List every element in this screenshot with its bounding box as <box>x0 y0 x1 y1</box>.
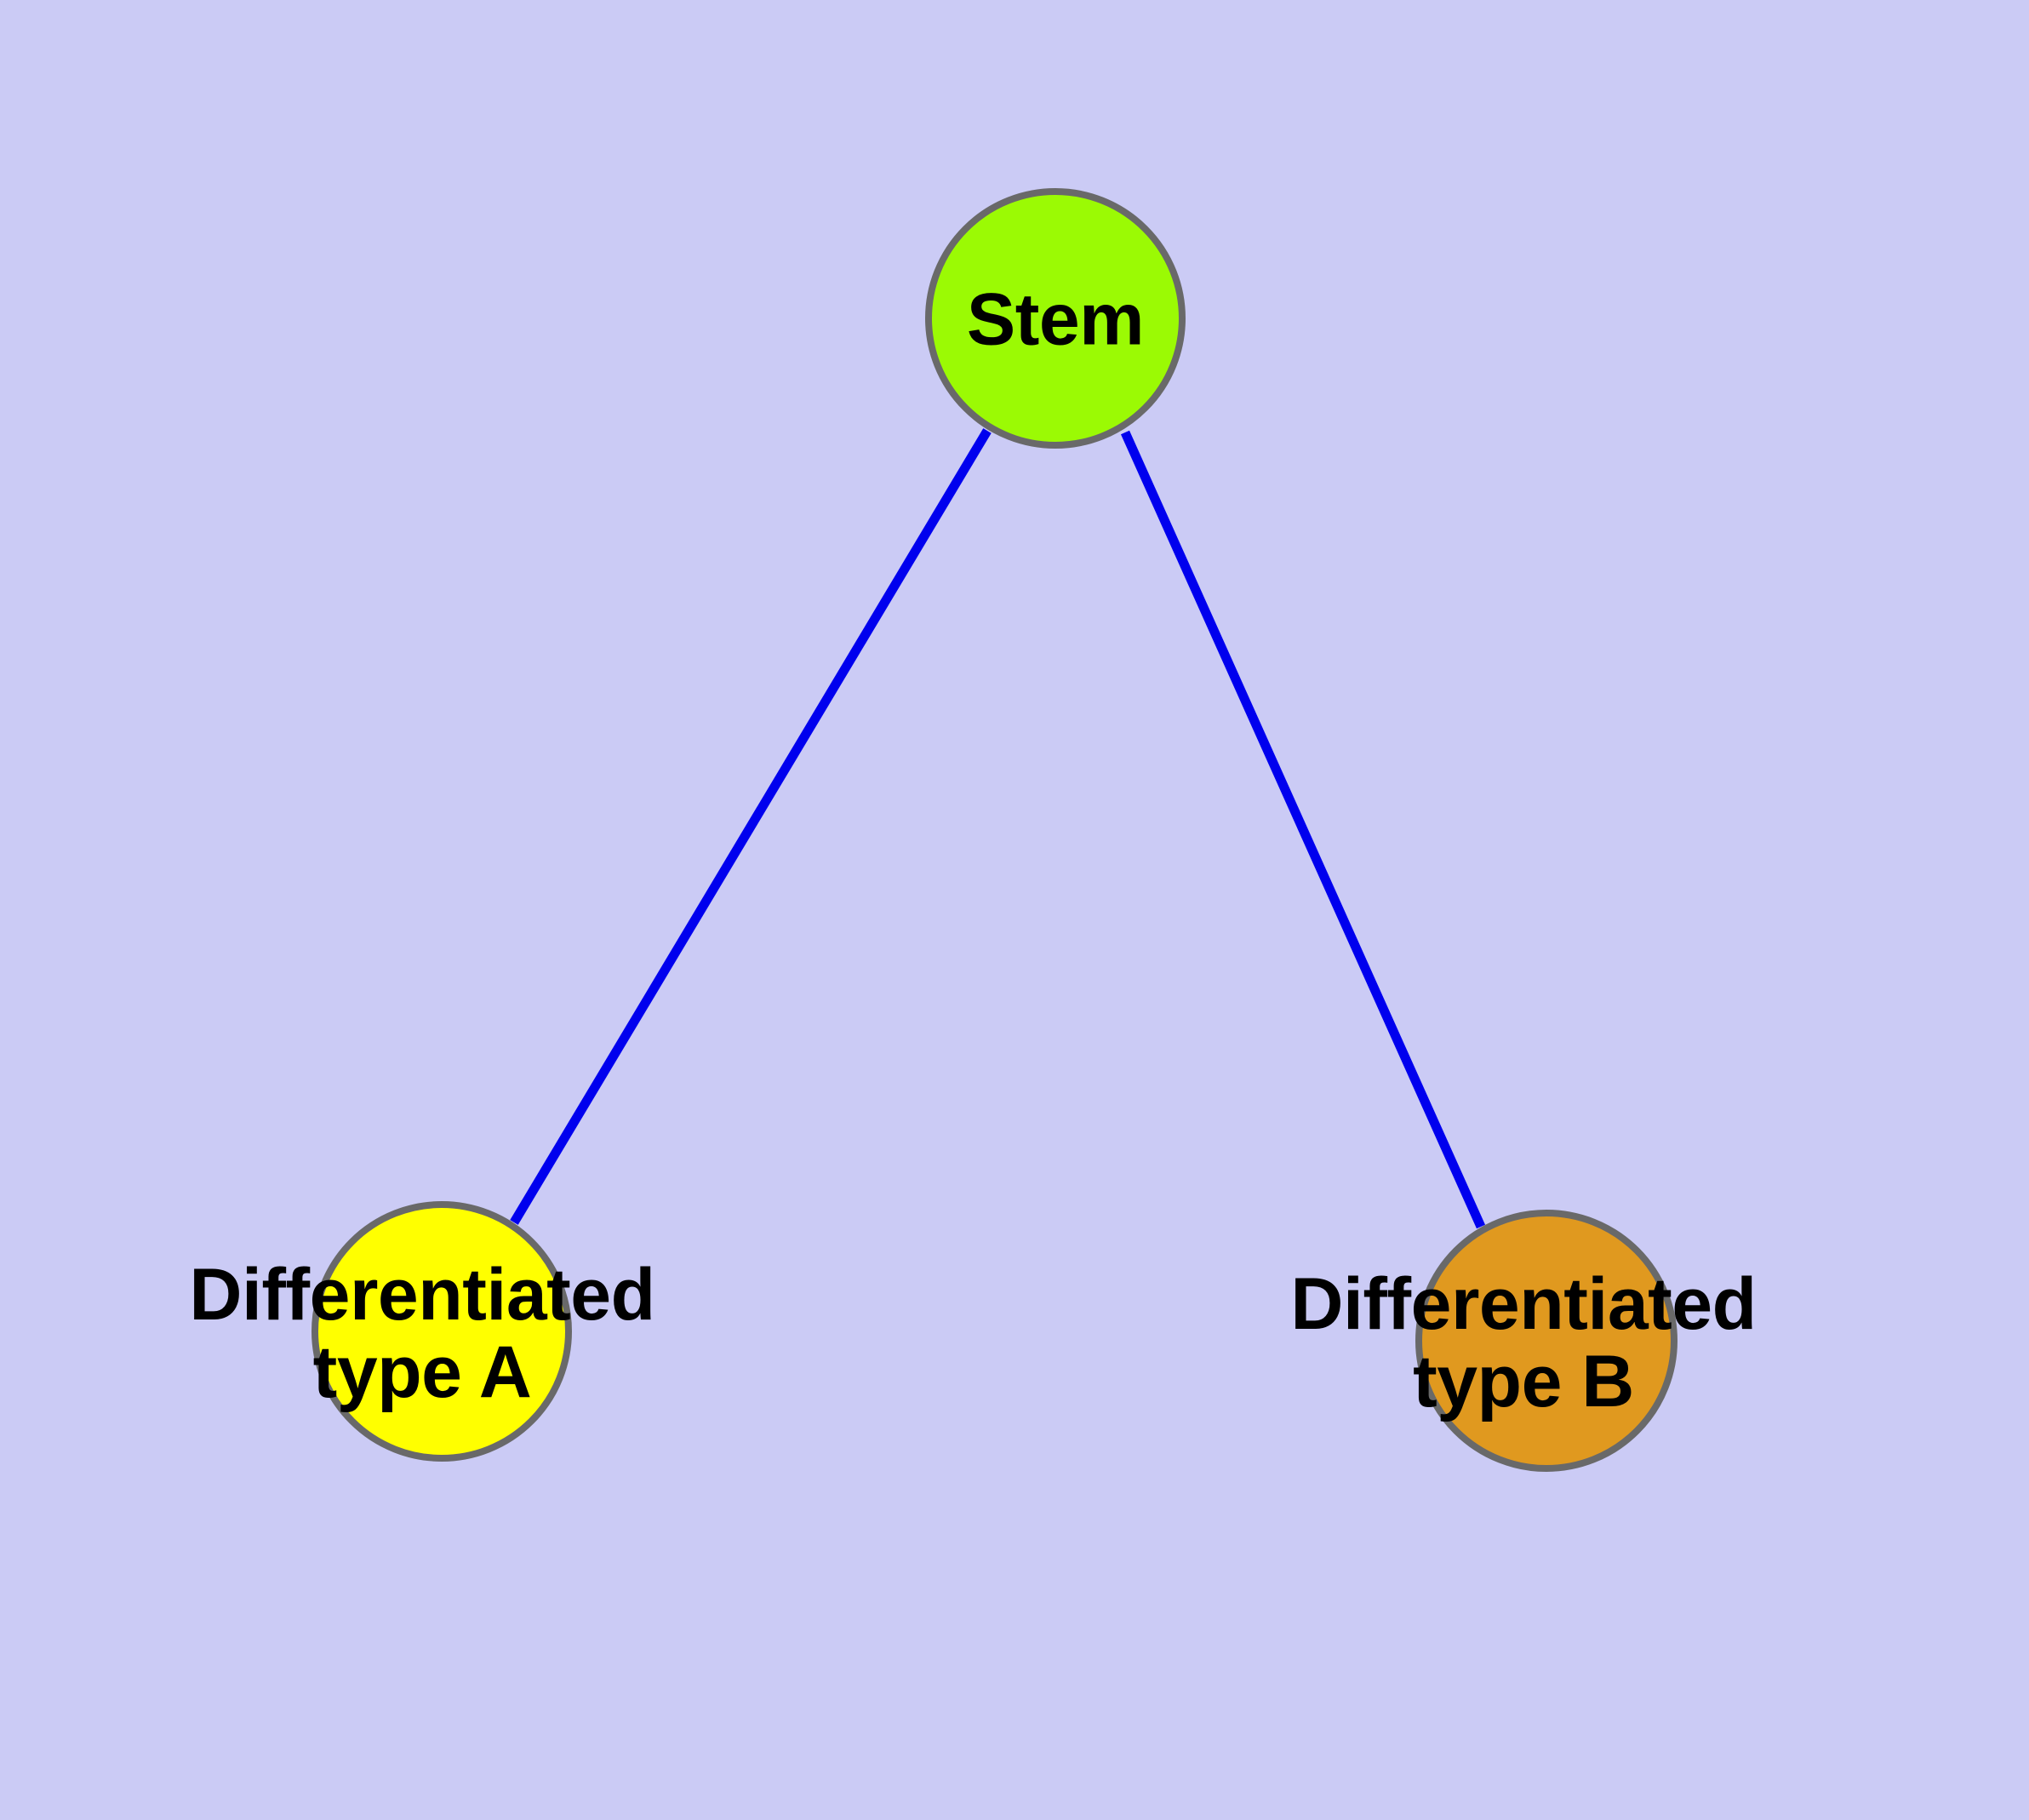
edges-group <box>510 428 1486 1229</box>
edge-stem-to-b[interactable] <box>1120 430 1486 1229</box>
node-circle-stem[interactable] <box>925 188 1186 449</box>
node-circle-diff_a[interactable] <box>311 1201 572 1462</box>
nodes-group <box>311 188 1677 1472</box>
node-circle-diff_b[interactable] <box>1415 1210 1677 1472</box>
edge-stem-to-a[interactable] <box>510 428 992 1225</box>
